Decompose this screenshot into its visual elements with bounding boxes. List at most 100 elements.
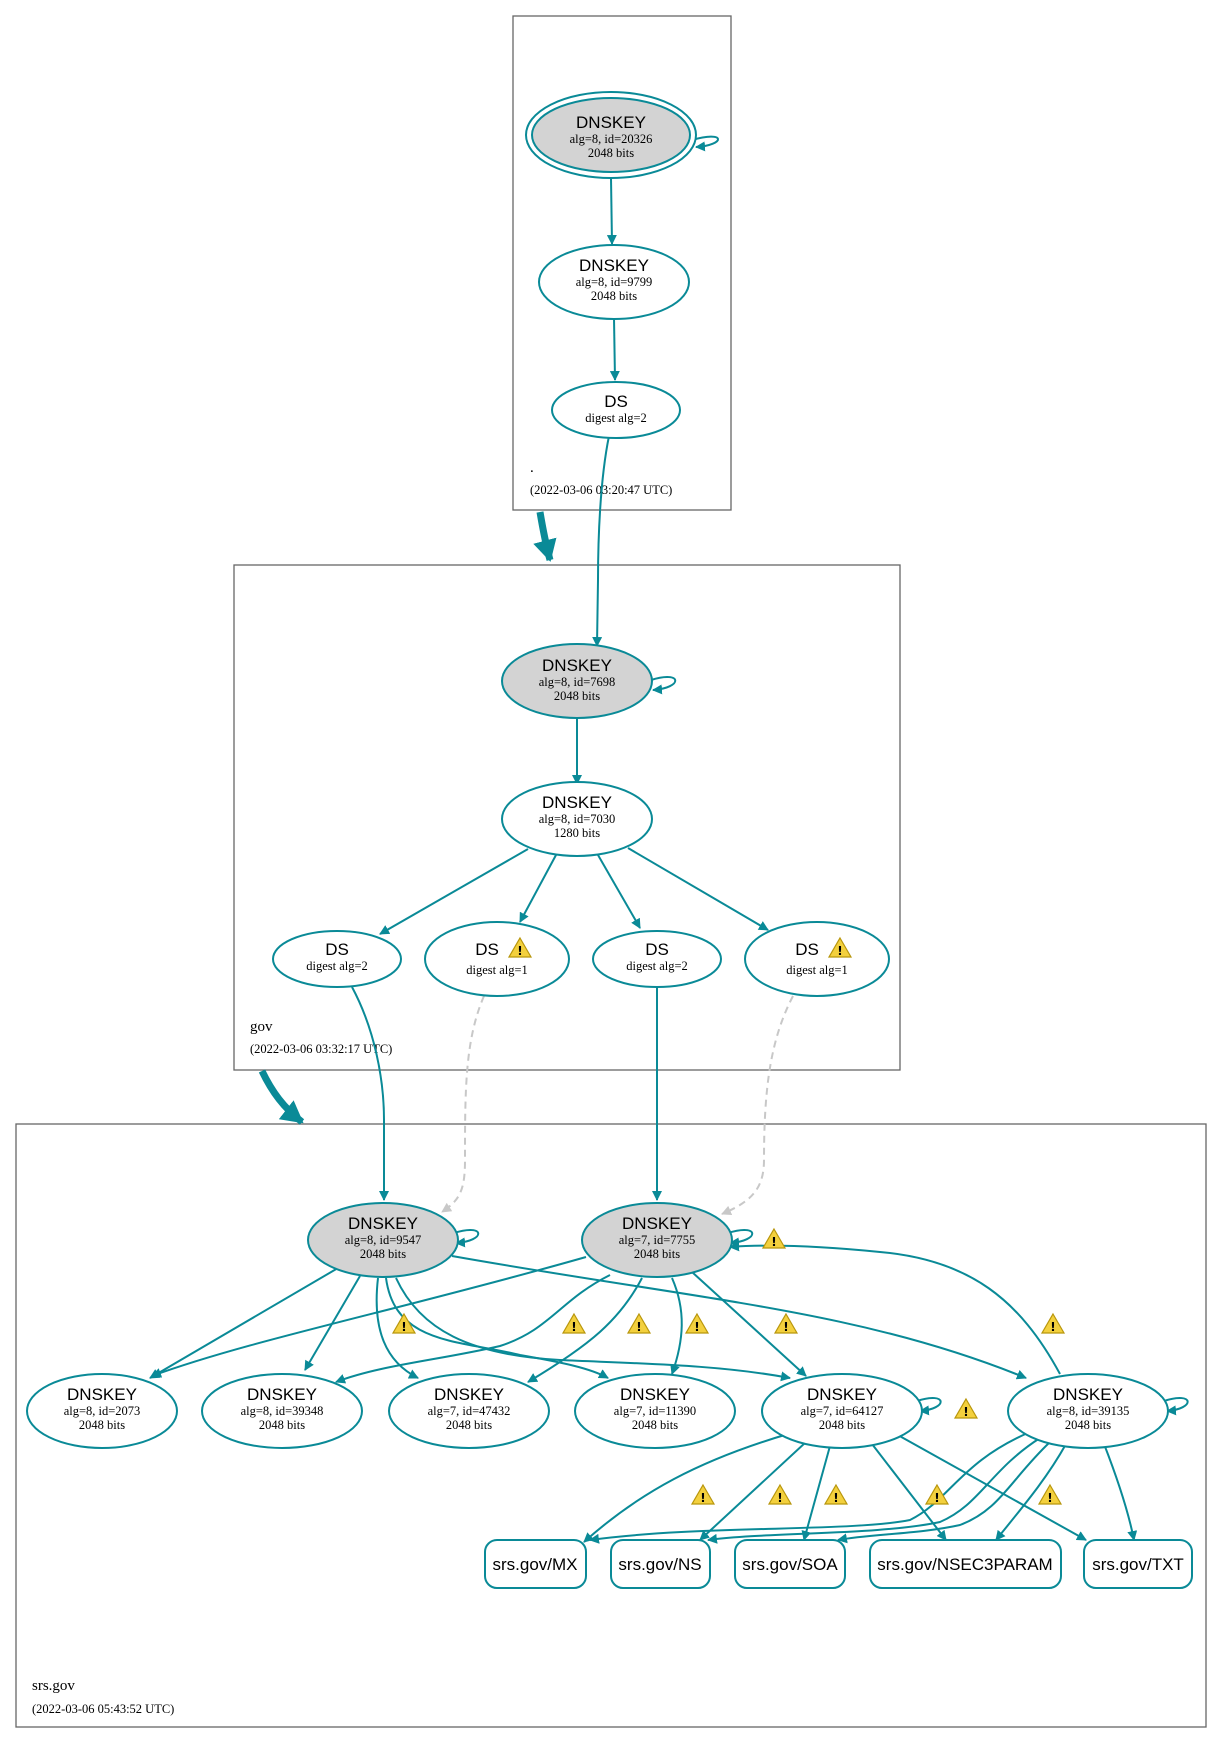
node-digest: digest alg=1 [466, 963, 528, 977]
edge-ksk1-47432 [375, 1277, 419, 1379]
edge-ksk2-11390 [670, 1277, 683, 1375]
svg-text:!: ! [636, 1320, 641, 1334]
rrset-soa[interactable]: srs.gov/SOA [734, 1539, 846, 1589]
node-bits: 2048 bits [632, 1418, 678, 1432]
warning-triangle-icon[interactable]: ! [690, 1483, 716, 1505]
warning-triangle-icon[interactable]: ! [827, 936, 853, 958]
node-title: DNSKEY [579, 256, 649, 275]
node-alg-id: alg=7, id=64127 [801, 1404, 884, 1418]
node-bits: 2048 bits [446, 1418, 492, 1432]
edge-ksk2-2073 [151, 1256, 587, 1378]
edge-warnings: ! ! ! ! ! ! ! ! ! ! ! ! ! [391, 1227, 1066, 1505]
node-bits: 2048 bits [588, 146, 634, 160]
zone-srs-name: srs.gov [32, 1678, 75, 1694]
edge-64127-mx [583, 1433, 789, 1543]
node-root-zsk[interactable]: DNSKEY alg=8, id=9799 2048 bits [538, 244, 690, 320]
zone-gov-timestamp: (2022-03-06 03:32:17 UTC) [250, 1042, 392, 1056]
rrset-label: srs.gov/NSEC3PARAM [877, 1555, 1052, 1574]
edge-srs-39135-self [1163, 1397, 1189, 1416]
edge-root-ds-gov-ksk [592, 435, 610, 647]
node-srs-dnskey-39135[interactable]: DNSKEY alg=8, id=39135 2048 bits [1007, 1373, 1169, 1449]
node-digest: digest alg=2 [306, 959, 368, 973]
svg-text:!: ! [771, 1235, 776, 1249]
edge-ksk2-64127 [691, 1271, 807, 1377]
node-digest: digest alg=1 [786, 963, 848, 977]
node-title: DNSKEY [807, 1385, 877, 1404]
node-srs-dnskey-2073[interactable]: DNSKEY alg=8, id=2073 2048 bits [26, 1373, 178, 1449]
node-alg-id: alg=7, id=7755 [619, 1233, 696, 1247]
node-alg-id: alg=7, id=11390 [614, 1404, 696, 1418]
node-srs-ksk2[interactable]: DNSKEY alg=7, id=7755 2048 bits [581, 1202, 733, 1278]
warning-triangle-icon[interactable]: ! [684, 1312, 710, 1334]
node-alg-id: alg=8, id=39348 [241, 1404, 324, 1418]
svg-text:!: ! [1047, 1491, 1052, 1505]
warning-triangle-icon[interactable]: ! [773, 1312, 799, 1334]
warning-triangle-icon[interactable]: ! [823, 1483, 849, 1505]
warning-triangle-icon[interactable]: ! [626, 1312, 652, 1334]
warning-triangle-icon[interactable]: ! [561, 1312, 587, 1334]
node-gov-ds1[interactable]: DS digest alg=2 [272, 930, 402, 988]
svg-text:!: ! [571, 1320, 576, 1334]
node-srs-dnskey-11390[interactable]: DNSKEY alg=7, id=11390 2048 bits [574, 1373, 736, 1449]
delegation-arrow-root-gov [533, 511, 557, 562]
edge-ds2-srs-ksk1 [441, 995, 485, 1213]
warning-triangle-icon[interactable]: ! [391, 1312, 417, 1334]
edge-root-ksk-zsk [606, 177, 617, 245]
node-gov-ds4[interactable]: DS ! digest alg=1 [744, 921, 890, 997]
node-gov-zsk[interactable]: DNSKEY alg=8, id=7030 1280 bits [501, 781, 653, 857]
warning-triangle-icon[interactable]: ! [761, 1227, 787, 1249]
node-bits: 2048 bits [79, 1418, 125, 1432]
rrset-txt[interactable]: srs.gov/TXT [1083, 1539, 1193, 1589]
rrset-label: srs.gov/MX [492, 1555, 577, 1574]
rrset-mx[interactable]: srs.gov/MX [484, 1539, 587, 1589]
zone-root-name: . [530, 460, 534, 476]
rrset-nsec3param[interactable]: srs.gov/NSEC3PARAM [869, 1539, 1062, 1589]
svg-text:!: ! [517, 944, 522, 958]
edge-gov-ksk-self [650, 676, 677, 695]
warning-triangle-icon[interactable]: ! [1037, 1483, 1063, 1505]
edge-root-zsk-ds [609, 317, 620, 381]
warning-triangle-icon[interactable]: ! [767, 1483, 793, 1505]
node-gov-ds2[interactable]: DS ! digest alg=1 [424, 921, 570, 997]
svg-text:!: ! [783, 1320, 788, 1334]
node-srs-dnskey-64127[interactable]: DNSKEY alg=7, id=64127 2048 bits [761, 1373, 923, 1449]
node-title: DS [325, 940, 349, 959]
edge-ksk1-64127 [395, 1277, 791, 1382]
node-bits: 2048 bits [1065, 1418, 1111, 1432]
node-srs-ksk1[interactable]: DNSKEY alg=8, id=9547 2048 bits [307, 1202, 459, 1278]
edge-39135-soa [837, 1441, 1051, 1544]
rrset-label: srs.gov/SOA [742, 1555, 838, 1574]
warning-triangle-icon[interactable]: ! [924, 1483, 950, 1505]
rrset-ns[interactable]: srs.gov/NS [610, 1539, 711, 1589]
node-bits: 2048 bits [591, 289, 637, 303]
node-root-ds[interactable]: DS digest alg=2 [551, 381, 681, 439]
node-alg-id: alg=8, id=20326 [570, 132, 653, 146]
delegation-arrow-gov-srs [258, 1069, 305, 1125]
node-digest: digest alg=2 [585, 411, 647, 425]
zone-srs-timestamp: (2022-03-06 05:43:52 UTC) [32, 1702, 174, 1716]
node-digest: digest alg=2 [626, 959, 688, 973]
zone-gov-box [233, 564, 901, 1071]
node-title: DS [604, 392, 628, 411]
node-gov-ksk[interactable]: DNSKEY alg=8, id=7698 2048 bits [501, 643, 653, 719]
edges [149, 135, 1189, 1544]
edge-39135-mx [589, 1431, 1031, 1544]
node-title: DNSKEY [67, 1385, 137, 1404]
edge-ds1-srs-ksk1 [351, 986, 389, 1201]
warning-triangle-icon[interactable]: ! [507, 936, 533, 958]
node-root-ksk[interactable]: DNSKEY alg=8, id=20326 2048 bits [525, 91, 697, 179]
node-gov-ds3[interactable]: DS digest alg=2 [592, 930, 722, 988]
node-title: DNSKEY [542, 656, 612, 675]
node-title: DS [795, 940, 819, 959]
warning-triangle-icon[interactable]: ! [953, 1397, 979, 1419]
svg-text:!: ! [777, 1491, 782, 1505]
node-bits: 2048 bits [360, 1247, 406, 1261]
edge-root-ksk-self [691, 135, 719, 152]
node-title: DNSKEY [348, 1214, 418, 1233]
node-srs-dnskey-47432[interactable]: DNSKEY alg=7, id=47432 2048 bits [388, 1373, 550, 1449]
node-alg-id: alg=8, id=7030 [539, 812, 616, 826]
edge-ksk2-47432 [527, 1277, 643, 1383]
node-bits: 2048 bits [259, 1418, 305, 1432]
warning-triangle-icon[interactable]: ! [1040, 1312, 1066, 1334]
node-srs-dnskey-39348[interactable]: DNSKEY alg=8, id=39348 2048 bits [201, 1373, 363, 1449]
